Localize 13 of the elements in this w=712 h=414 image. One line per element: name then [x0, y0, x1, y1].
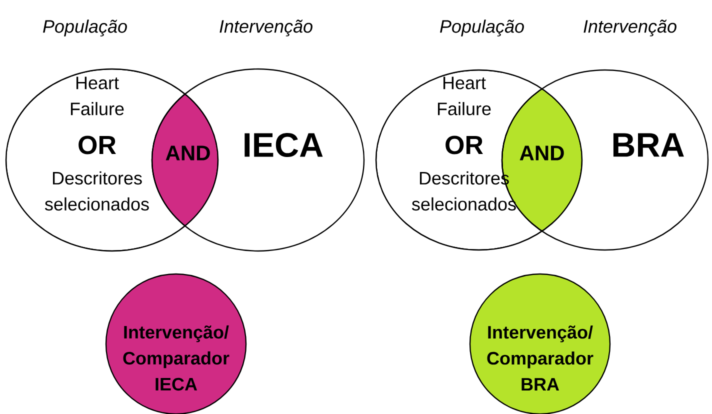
- heading-label: Intervenção: [584, 20, 676, 36]
- operator-label: AND: [520, 146, 564, 160]
- term-text: Heart Failure: [438, 76, 491, 116]
- heading-label: Intervenção: [220, 20, 312, 36]
- term-text: Heart Failure: [70, 76, 124, 116]
- term-label: IECA: [244, 132, 323, 158]
- operator-label: OR: [78, 136, 116, 154]
- term-text: Descritores selecionados: [44, 171, 149, 211]
- operator-label: OR: [446, 136, 483, 154]
- heading-label: População: [43, 20, 127, 36]
- term-label: BRA: [613, 133, 684, 157]
- heading-label: População: [440, 20, 524, 36]
- operator-label: AND: [166, 146, 210, 160]
